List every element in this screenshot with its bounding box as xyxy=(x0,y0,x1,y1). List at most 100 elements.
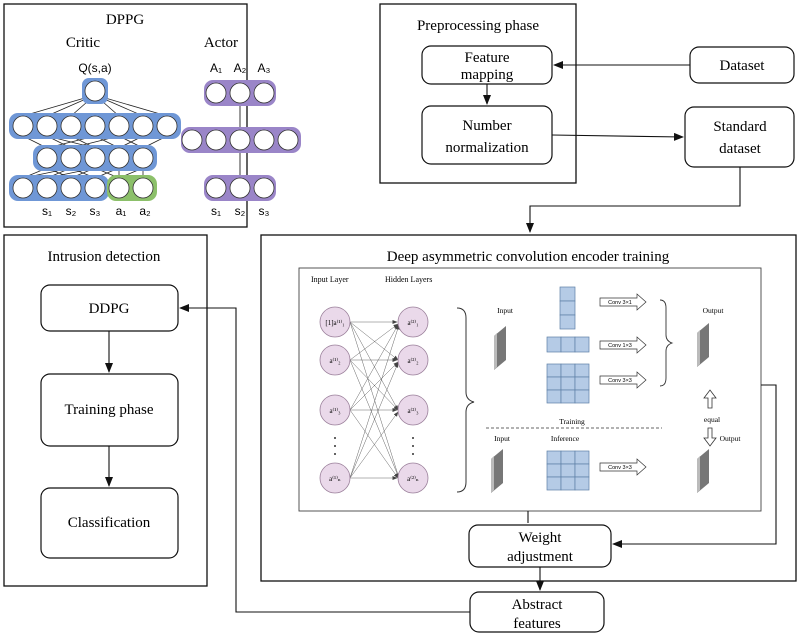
inference-output-label: Output xyxy=(720,434,742,443)
critic-output-node xyxy=(84,80,106,102)
conv-label-4: Conv 3×3 xyxy=(608,465,632,471)
critic-state-inputs xyxy=(9,175,109,201)
standard-dataset-line1: Standard xyxy=(713,119,767,135)
hidden-node-n-label: a⁽²⁾ₙ xyxy=(407,474,419,483)
actor-input-nodes xyxy=(205,177,275,199)
actor-network: A₁ A₂ A₃ s₁ s₂ s₃ xyxy=(181,61,301,218)
encoder-connections xyxy=(349,320,400,480)
ddpg-label: DDPG xyxy=(89,301,130,317)
inference-label: Inference xyxy=(551,434,580,443)
hidden-node-3-label: a⁽²⁾₃ xyxy=(407,406,419,415)
actor-output-labels: A₁ A₂ A₃ xyxy=(210,61,271,75)
dataset-label: Dataset xyxy=(720,58,766,74)
kernel-3x1 xyxy=(559,286,576,330)
intrusion-title: Intrusion detection xyxy=(48,249,161,265)
conv-label-3: Conv 3×3 xyxy=(608,378,632,384)
weight-adjustment-line1: Weight xyxy=(519,530,563,546)
dppg-title: DPPG xyxy=(106,12,145,28)
standard-dataset-line2: dataset xyxy=(719,141,761,157)
conv-arrow-3 xyxy=(599,371,647,389)
feature-mapping-line1: Feature xyxy=(465,50,510,66)
actor-output-nodes xyxy=(205,82,275,104)
number-normalization-line2: normalization xyxy=(445,140,529,156)
kernel-3x3-training xyxy=(546,363,590,404)
kernel-3x3-inference xyxy=(546,450,590,491)
weight-adjustment-line2: adjustment xyxy=(507,549,574,565)
conv-arrow-1 xyxy=(599,293,647,311)
preprocessing-panel: Preprocessing phase Feature mapping Numb… xyxy=(379,3,577,184)
input-layer-label: Input Layer xyxy=(311,275,349,284)
critic-input-s1: s₁ xyxy=(42,204,52,218)
conv-label-2: Conv 1×3 xyxy=(608,343,632,349)
actor-hidden-nodes xyxy=(181,129,299,151)
output-brace xyxy=(659,299,674,387)
conv-arrow-2 xyxy=(599,336,647,354)
input-node-1-label: [1]a⁽¹⁾₁ xyxy=(325,318,344,327)
hidden-node-1-label: a⁽²⁾₁ xyxy=(407,318,418,327)
abstract-features-line1: Abstract xyxy=(512,597,564,613)
training-output-slab xyxy=(697,323,709,367)
actor-output-a3: A₃ xyxy=(258,61,271,75)
input-node-3-label: a⁽¹⁾₃ xyxy=(329,406,341,415)
training-input-label: Input xyxy=(497,306,514,315)
conv-arrows xyxy=(599,293,647,476)
training-input-slab xyxy=(494,326,506,370)
critic-label: Critic xyxy=(66,35,101,51)
encoder-input-nodes xyxy=(319,306,351,494)
encoder-title: Deep asymmetric convolution encoder trai… xyxy=(387,249,670,265)
equal-down-arrow xyxy=(703,427,717,447)
critic-input-s3: s₃ xyxy=(90,204,101,218)
intrusion-detection-panel: Intrusion detection DDPG Training phase … xyxy=(3,234,208,587)
training-output-label: Output xyxy=(703,306,725,315)
critic-input-s2: s₂ xyxy=(66,204,77,218)
hidden-node-2-label: a⁽²⁾₂ xyxy=(407,356,419,365)
actor-input-s2: s₂ xyxy=(235,204,246,218)
kernel-1x3 xyxy=(546,336,590,353)
critic-input-a2: a₂ xyxy=(139,204,151,218)
abstract-features-line2: features xyxy=(513,616,561,632)
q-label: Q(s,a) xyxy=(78,61,111,75)
actor-input-s3: s₃ xyxy=(259,204,270,218)
intrusion-frame xyxy=(3,234,208,587)
critic-input-a1: a₁ xyxy=(116,204,127,218)
hidden-layers-label: Hidden Layers xyxy=(385,275,432,284)
number-normalization-line1: Number xyxy=(462,118,511,134)
actor-label: Actor xyxy=(204,35,238,51)
inference-input-label: Input xyxy=(494,434,511,443)
actor-output-a2: A₂ xyxy=(234,61,247,75)
conv-arrow-4 xyxy=(599,458,647,476)
ellipsis-dots xyxy=(334,437,414,455)
arrow-abstract-to-ddpg xyxy=(179,304,470,613)
classification-box xyxy=(40,487,179,559)
critic-network: s₁ s₂ s₃ a₁ a₂ xyxy=(9,78,181,218)
encoder-inner-figure xyxy=(298,267,762,512)
critic-input-nodes xyxy=(12,177,154,199)
input-node-2-label: a⁽¹⁾₂ xyxy=(329,356,341,365)
conv-label-1: Conv 3×1 xyxy=(608,300,632,306)
critic-input-labels: s₁ s₂ s₃ a₁ a₂ xyxy=(42,204,151,218)
actor-output-a1: A₁ xyxy=(210,61,222,75)
standard-dataset-box xyxy=(684,106,795,168)
arrow-normalization-to-standard-dataset xyxy=(551,132,684,141)
brace xyxy=(456,307,475,493)
dppg-panel: DPPG Critic Actor Q(s,a) xyxy=(3,3,301,228)
preprocessing-frame xyxy=(379,3,577,184)
inference-input-slab xyxy=(491,449,503,493)
equal-up-arrow xyxy=(703,389,717,409)
encoder-frame xyxy=(260,234,797,582)
encoder-node-labels: [1]a⁽¹⁾₁ a⁽¹⁾₂ a⁽¹⁾₃ a⁽¹⁾ₙ a⁽²⁾₁ a⁽²⁾₂ a… xyxy=(325,318,419,483)
encoder-hidden-nodes xyxy=(397,306,429,494)
training-phase-label: Training phase xyxy=(64,402,153,418)
classification-label: Classification xyxy=(68,515,151,531)
arrow-standard-dataset-to-encoder xyxy=(526,167,741,233)
equal-label: equal xyxy=(704,415,720,424)
input-node-n-label: a⁽¹⁾ₙ xyxy=(329,474,341,483)
conv-labels: Conv 3×1 Conv 1×3 Conv 3×3 Conv 3×3 xyxy=(608,300,632,471)
critic-hidden-layer-1-nodes xyxy=(36,147,154,169)
dppg-frame xyxy=(3,3,248,228)
actor-input-s1: s₁ xyxy=(211,204,221,218)
preprocessing-title: Preprocessing phase xyxy=(417,18,539,34)
critic-hidden-layer-2-nodes xyxy=(12,115,178,137)
actor-input-labels: s₁ s₂ s₃ xyxy=(211,204,270,218)
